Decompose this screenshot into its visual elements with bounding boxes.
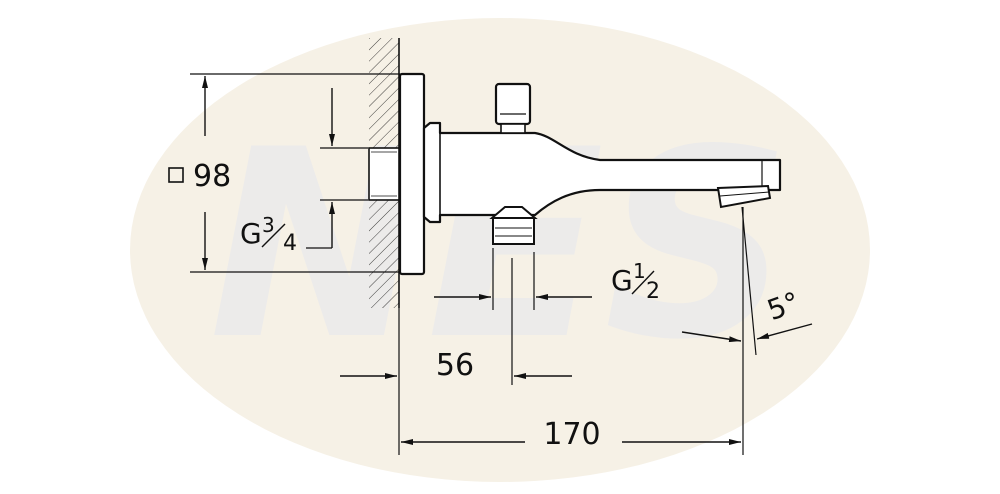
inlet-thread-label: G 3 4 [240, 213, 297, 256]
outlet-thread-denominator: 2 [646, 279, 660, 304]
projection-total-value: 170 [543, 417, 600, 452]
inlet-thread-denominator: 4 [283, 231, 297, 256]
inlet-thread-prefix: G [240, 217, 262, 250]
square-symbol [168, 167, 184, 183]
faucet-body [422, 121, 782, 224]
inlet-pipe [368, 147, 400, 201]
shower-outlet [489, 206, 538, 245]
inlet-thread-numerator: 3 [262, 213, 275, 237]
dimension-plate-square [190, 73, 400, 273]
wall-plate [398, 72, 426, 276]
dimension-inlet-thread [306, 88, 368, 249]
dimension-spout-angle [681, 206, 813, 356]
watermark-ellipse [130, 18, 870, 482]
outlet-thread-numerator: 1 [633, 259, 646, 283]
projection-short-value: 56 [436, 348, 474, 383]
dimension-projection-short [340, 308, 572, 455]
outlet-thread-prefix: G [611, 264, 633, 297]
dimension-outlet-thread [434, 248, 592, 310]
spout-outlet [716, 184, 772, 209]
diverter-knob [494, 82, 532, 134]
outlet-thread-label: G 1 2 [611, 259, 660, 304]
watermark: NES [130, 18, 870, 482]
dimension-projection-total [401, 207, 744, 455]
wall [368, 38, 400, 308]
plate-square-value: 98 [193, 159, 231, 194]
